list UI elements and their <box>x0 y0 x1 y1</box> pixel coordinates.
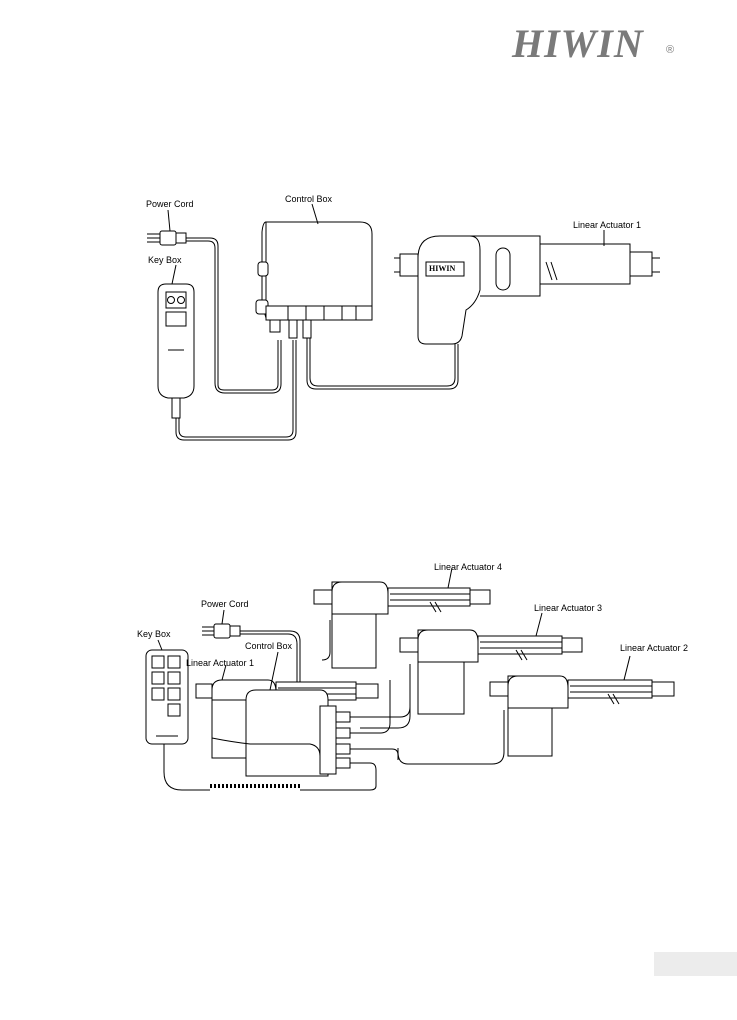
page-number-tab <box>654 952 737 976</box>
label-actuator-4: Linear Actuator 4 <box>434 562 502 573</box>
label-actuator-2: Linear Actuator 2 <box>620 643 688 654</box>
label-key-box-2: Key Box <box>137 629 171 640</box>
label-actuator-1-bottom: Linear Actuator 1 <box>186 658 254 669</box>
label-power-cord-2: Power Cord <box>201 599 249 610</box>
label-control-box-2: Control Box <box>245 641 292 652</box>
label-actuator-3: Linear Actuator 3 <box>534 603 602 614</box>
